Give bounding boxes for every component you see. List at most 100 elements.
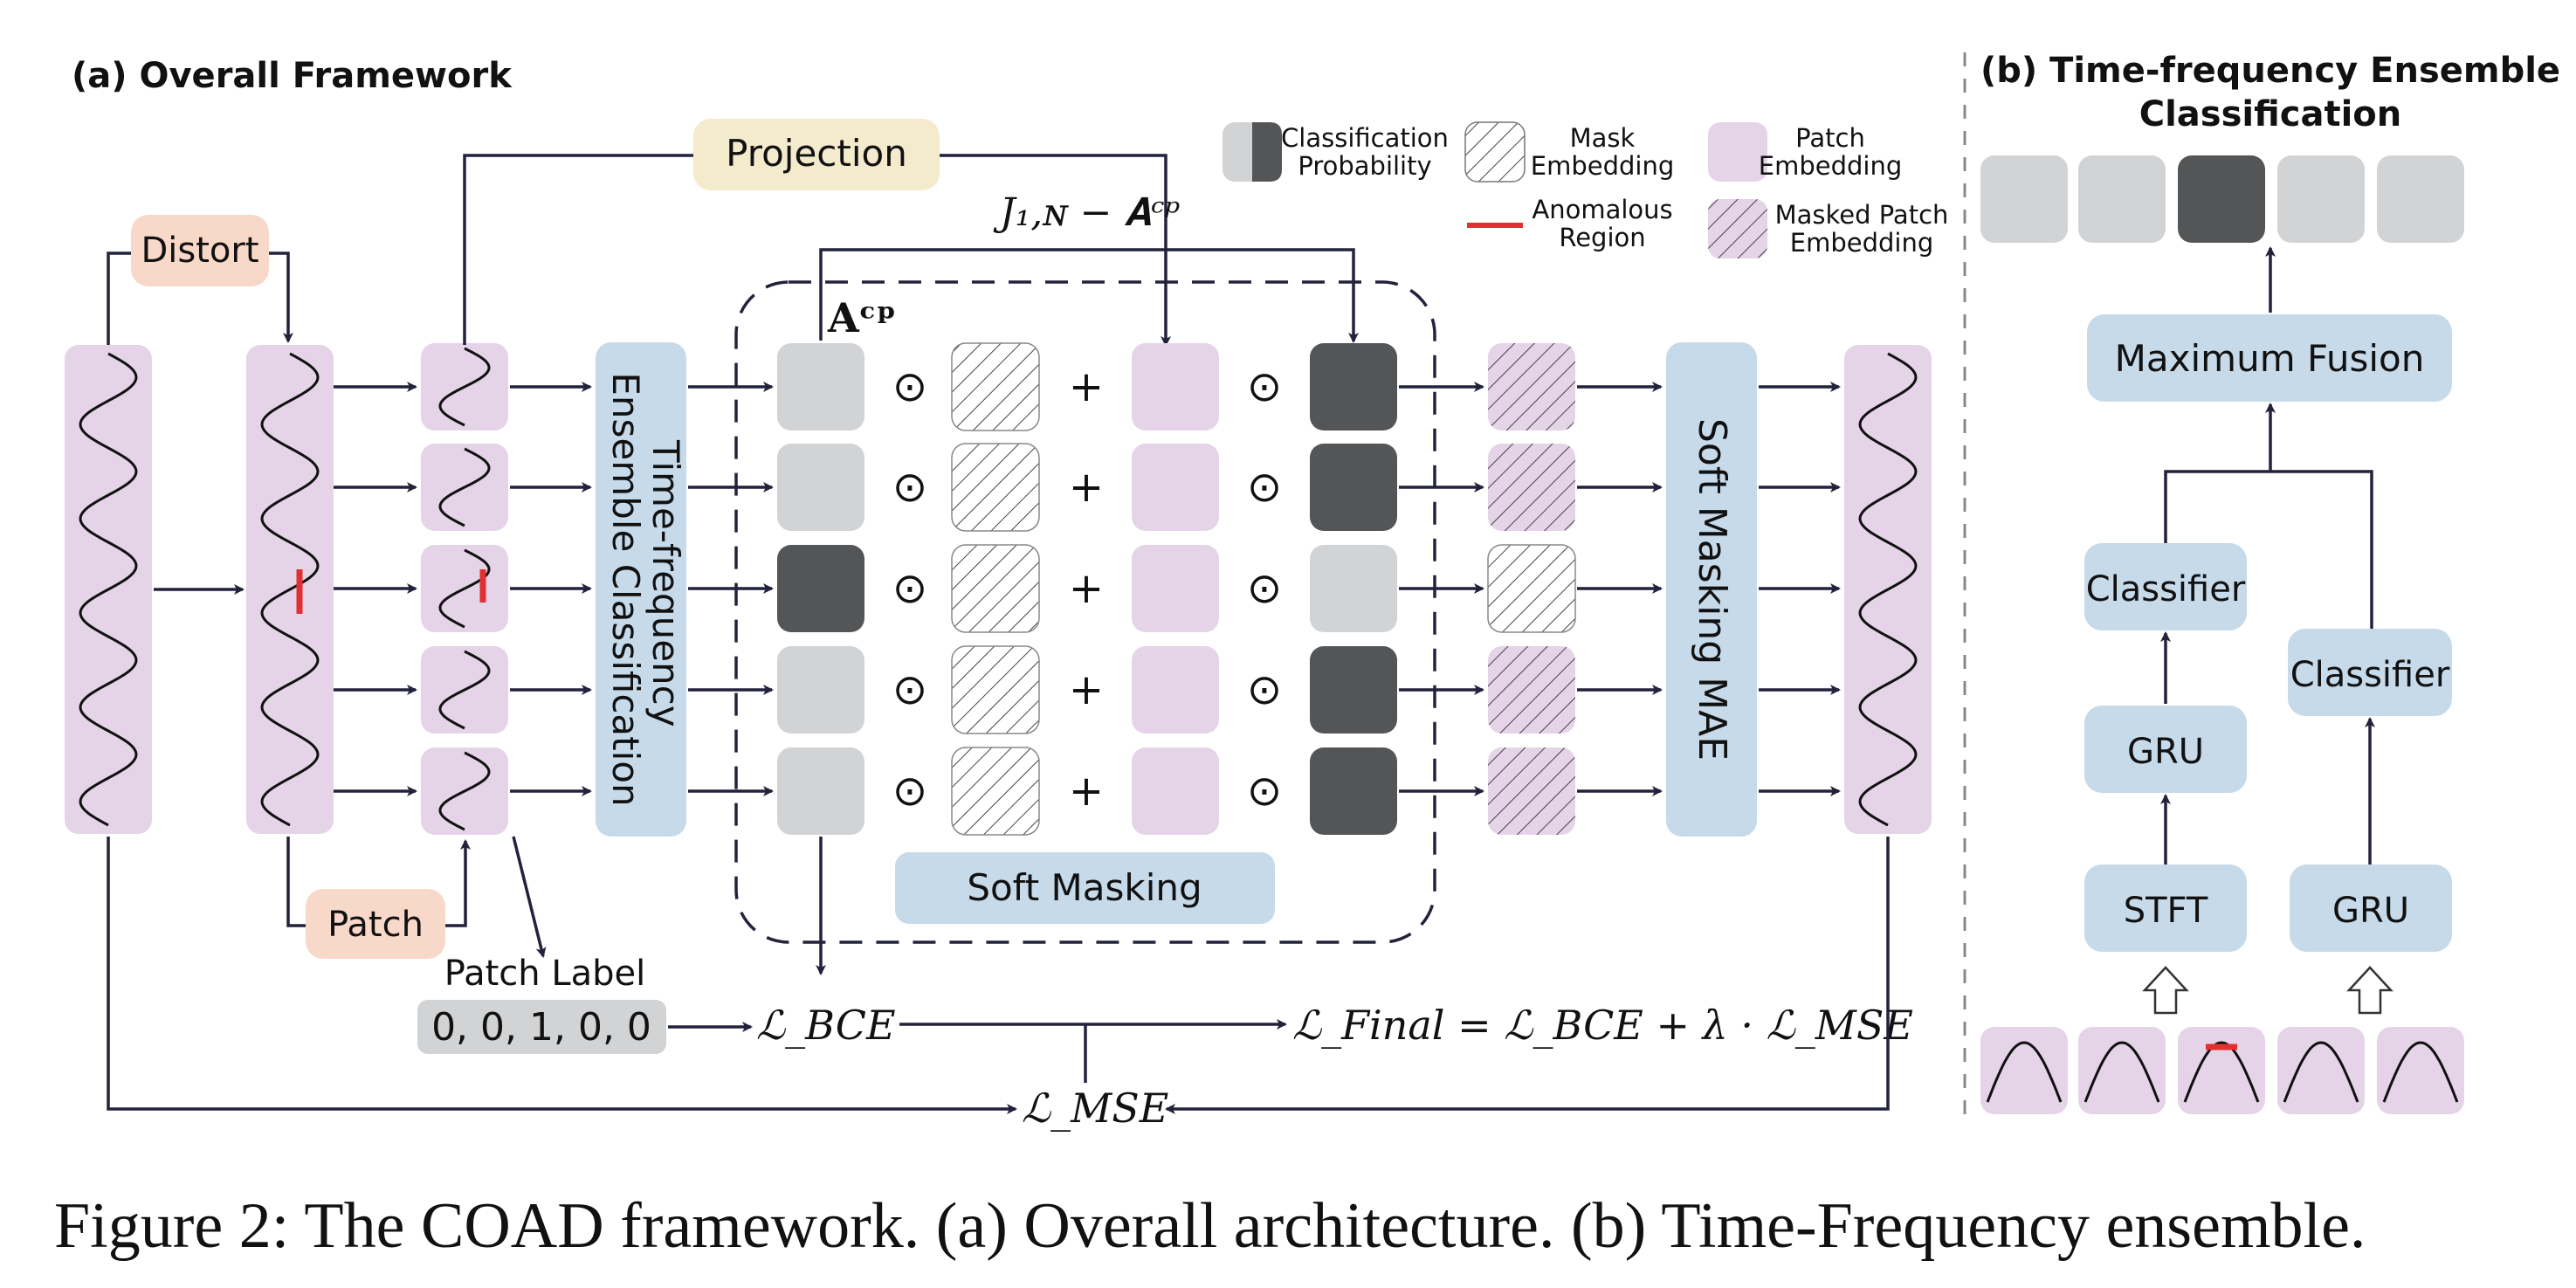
input-patch-box	[2178, 1027, 2265, 1114]
masked-output-box	[1488, 444, 1575, 531]
legend-patch-swatch	[1708, 122, 1767, 182]
input-patch-box	[2377, 1027, 2464, 1114]
hollow-arrow-right	[2346, 966, 2393, 1015]
odot-operator: ⊙	[1247, 767, 1282, 816]
arrow-to-patch-label	[512, 836, 547, 958]
stft-box	[2084, 864, 2247, 952]
output-probability-box	[2178, 155, 2265, 243]
legend-masked-patch-line1: Masked Patch	[1775, 200, 1949, 230]
patch-embedding-box	[1132, 343, 1219, 430]
soft-masking-region	[734, 280, 1436, 944]
patch-button-label: Patch	[327, 905, 424, 945]
soft-masking-mae-box	[1666, 342, 1757, 837]
input-patch-box	[2078, 1027, 2166, 1114]
classification-probability-box	[777, 646, 864, 734]
patch-label-values: 0, 0, 1, 0, 0	[431, 1005, 651, 1050]
reconstructed-series-wave	[1858, 352, 1918, 827]
gru-right-label: GRU	[2332, 891, 2409, 931]
odot-operator: ⊙	[1247, 564, 1282, 613]
patch-wave	[438, 548, 491, 629]
patch-embedding-box	[1132, 545, 1219, 632]
mse-output-path	[1165, 837, 1890, 1114]
output-probability-box	[2277, 155, 2365, 243]
panel-b: (b) Time-frequency Ensemble Classificati…	[1980, 51, 2560, 1114]
input-patch-wave	[1986, 1041, 2063, 1103]
distort-label: Distort	[141, 231, 258, 271]
l-final: ℒ_Final = ℒ_BCE + λ · ℒ_MSE	[1292, 1002, 1913, 1049]
inverse-probability-box	[1310, 747, 1397, 835]
patch-wave	[438, 447, 491, 527]
panel-b-title-line2: Classification	[2139, 94, 2402, 134]
l-mse: ℒ_MSE	[1022, 1085, 1168, 1132]
plus-operator: +	[1069, 665, 1104, 714]
output-probability-box	[2377, 155, 2464, 243]
patch-wave	[438, 650, 491, 730]
mask-embedding-box	[951, 544, 1040, 633]
classifier-left-box	[2084, 543, 2247, 630]
patch-embedding-box	[1132, 747, 1219, 835]
mask-embedding-box	[951, 342, 1040, 431]
gru-right-box	[2290, 864, 2452, 952]
mse-input-path	[107, 837, 1017, 1114]
panel-b-title-line1: (b) Time-frequency Ensemble	[1980, 51, 2560, 91]
plus-operator: +	[1069, 463, 1104, 512]
legend-patch-line2: Embedding	[1759, 151, 1902, 181]
odot-operator: ⊙	[1247, 463, 1282, 512]
output-probability-box	[1980, 155, 2068, 243]
tfec-label-line2: Ensemble Classification	[604, 372, 647, 806]
inverse-probability-box	[1310, 646, 1397, 734]
a-c-p-label: 𝐀ᶜᵖ	[827, 294, 896, 341]
patch-wave	[438, 347, 491, 427]
soft-masking-box	[895, 852, 1275, 924]
input-patch-wave	[2283, 1041, 2359, 1103]
j-minus-a-formula: J₁,ɴ − 𝐀ᶜᵖ	[993, 190, 1180, 235]
input-patch-box	[1980, 1027, 2068, 1114]
masked-output-box	[1488, 646, 1575, 734]
classifier-left-label: Classifier	[2086, 569, 2246, 610]
classifier-right-label: Classifier	[2290, 655, 2450, 695]
odot-operator: ⊙	[1247, 665, 1282, 714]
panel-b-input-patches	[1980, 1027, 2464, 1114]
gru-left-box	[2084, 706, 2247, 793]
panel-a: (a) Overall Framework Distort Patch Proj…	[65, 56, 1948, 1132]
classifier-right-box	[2288, 629, 2452, 716]
inverse-probability-box	[1310, 444, 1397, 531]
patch-label-title: Patch Label	[444, 954, 646, 994]
tfec-label-line1: Time-frequency	[644, 439, 687, 727]
odot-operator: ⊙	[892, 665, 927, 714]
inverse-probability-path	[819, 248, 1359, 343]
mask-embedding-box	[951, 443, 1040, 532]
classification-probability-box	[777, 747, 864, 835]
legend-mask-swatch	[1464, 121, 1526, 183]
input-patch-box	[2277, 1027, 2365, 1114]
panel-a-title: (a) Overall Framework	[72, 56, 513, 96]
masked-output-box	[1488, 343, 1575, 430]
distorted-series-wave	[260, 352, 320, 827]
patch-column	[334, 343, 592, 835]
fusion-branch-lines	[2164, 470, 2373, 629]
distort-box	[131, 215, 269, 286]
legend-classification-line1: Classification	[1281, 123, 1449, 153]
projection-label: Projection	[726, 132, 907, 175]
odot-operator: ⊙	[892, 463, 927, 512]
patch-embedding-box	[1132, 646, 1219, 734]
legend-masked-patch-hatch	[1708, 199, 1767, 258]
input-patch-wave	[2183, 1041, 2260, 1103]
soft-masking-label: Soft Masking	[967, 866, 1202, 909]
masked-output-box	[1487, 544, 1576, 633]
legend-classification-line2: Probability	[1298, 151, 1431, 181]
classification-probability-box	[777, 545, 864, 632]
plus-operator: +	[1069, 767, 1104, 816]
legend-masked-patch-line2: Embedding	[1790, 228, 1933, 258]
plus-operator: +	[1069, 564, 1104, 613]
legend-patch-line1: Patch	[1795, 123, 1865, 153]
mask-embedding-box	[951, 645, 1040, 734]
input-patch-wave	[2382, 1041, 2459, 1103]
maximum-fusion-label: Maximum Fusion	[2115, 337, 2425, 380]
odot-operator: ⊙	[892, 362, 927, 411]
legend-mask-line1: Mask	[1570, 123, 1636, 153]
input-patch-wave	[2084, 1041, 2160, 1103]
legend-mask-line2: Embedding	[1531, 151, 1674, 181]
soft-masking-mae-label: Soft Masking MAE	[1690, 418, 1734, 761]
soft-masking-rows: ⊙+⊙⊙+⊙⊙+⊙⊙+⊙⊙+⊙	[688, 342, 1841, 836]
